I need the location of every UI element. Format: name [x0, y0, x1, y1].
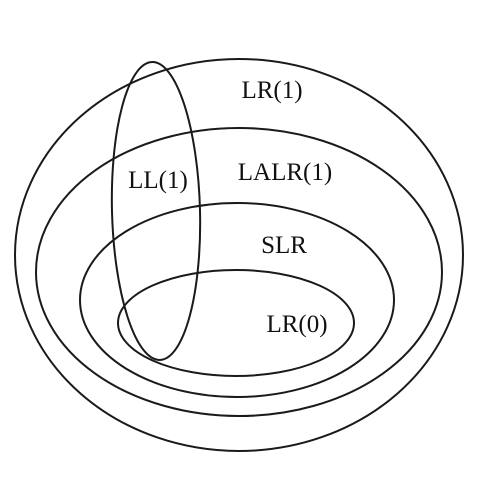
lalr1-set-outline: [35, 127, 443, 417]
ll1-set-outline: [110, 61, 202, 361]
lr0-label: LR(0): [266, 311, 327, 338]
lr1-label: LR(1): [241, 77, 302, 104]
slr-set-outline: [79, 202, 395, 398]
lr1-set-outline: [14, 58, 464, 452]
lr0-set-outline: [117, 269, 355, 377]
slr-label: SLR: [261, 232, 307, 259]
lalr1-label: LALR(1): [238, 159, 332, 186]
ll1-label: LL(1): [128, 167, 188, 194]
